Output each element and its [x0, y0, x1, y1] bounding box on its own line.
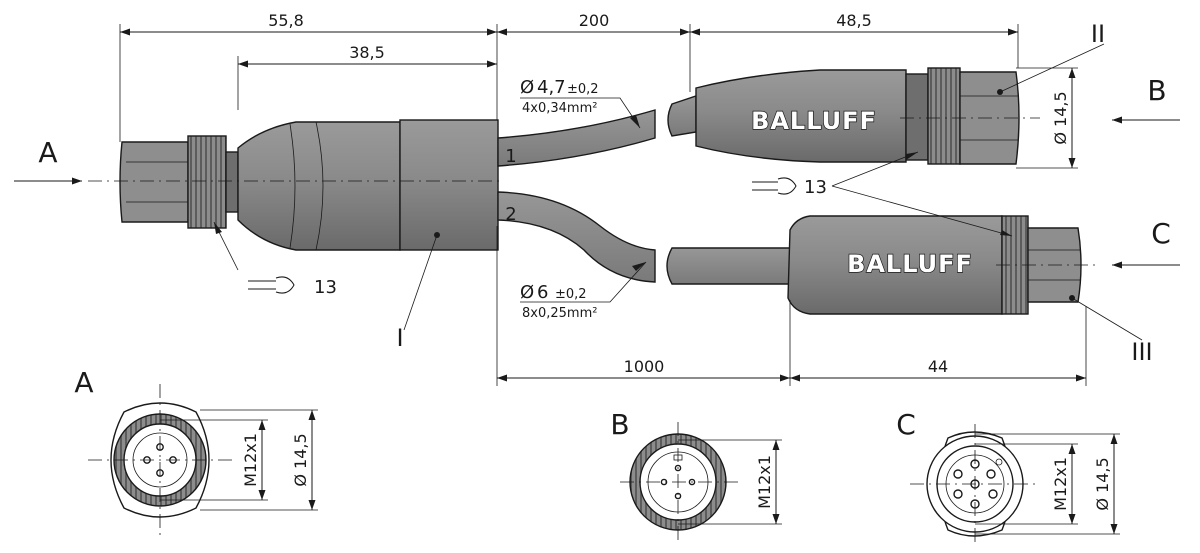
front-view-label-b: B — [610, 408, 629, 441]
cable-2-leader — [520, 261, 647, 303]
part-callout-leaders — [403, 43, 1143, 341]
part-label-2: II — [1091, 20, 1105, 48]
front-view-c — [910, 424, 1120, 546]
front-view-b — [620, 422, 782, 544]
cable-2-diameter: 6 — [537, 282, 548, 303]
dim-c-thread: M12x1 — [1051, 457, 1070, 511]
cable-2-number: 2 — [505, 204, 516, 225]
part-label-1: I — [396, 324, 403, 352]
dim-connector-top: 48,5 — [836, 11, 872, 30]
brand-top: BALLUFF — [751, 107, 877, 135]
part-label-3: III — [1131, 338, 1152, 366]
front-view-a — [88, 384, 318, 536]
dimension-lines-top — [119, 24, 1019, 142]
front-view-label-c: C — [896, 408, 916, 441]
dim-body-left: 38,5 — [349, 43, 385, 62]
dim-cable-top: 200 — [579, 11, 610, 30]
front-view-label-a: A — [74, 366, 93, 399]
cable-1-conductors: 4x0,34mm² — [522, 101, 597, 116]
view-arrows — [14, 116, 1180, 269]
left-male-connector — [119, 119, 499, 251]
cable-2-diameter-symbol: Ø — [520, 282, 534, 303]
top-right-connector — [695, 67, 1020, 165]
cable-2-conductors: 8x0,25mm² — [522, 306, 597, 321]
wrench-size-right: 13 — [804, 177, 827, 198]
dim-overall-left: 55,8 — [268, 11, 304, 30]
brand-bottom: BALLUFF — [847, 250, 973, 278]
cable-1-number: 1 — [505, 146, 516, 167]
wrench-icon-right — [752, 151, 1013, 237]
view-label-c: C — [1151, 217, 1171, 250]
dim-top-outer-diameter: Ø 14,5 — [1051, 91, 1070, 144]
dimension-lines-bottom — [496, 226, 1087, 386]
cable-2-tolerance: ±0,2 — [555, 287, 587, 302]
dim-a-outer-diameter: Ø 14,5 — [291, 433, 310, 486]
dim-c-outer-diameter: Ø 14,5 — [1093, 457, 1112, 510]
dim-b-thread: M12x1 — [755, 455, 774, 509]
bottom-right-female-connector — [787, 215, 1082, 315]
dim-cable-bottom: 1000 — [624, 357, 665, 376]
dim-connector-bottom: 44 — [928, 357, 948, 376]
cable-1-diameter-symbol: Ø — [520, 77, 534, 98]
dim-a-thread: M12x1 — [241, 433, 260, 487]
wrench-size-left: 13 — [314, 277, 337, 298]
wrench-icon-left — [213, 221, 295, 294]
view-label-b: B — [1147, 74, 1166, 107]
cable-2 — [497, 191, 791, 285]
cable-1-tolerance: ±0,2 — [567, 82, 599, 97]
cable-1 — [497, 95, 697, 167]
view-label-a: A — [38, 136, 57, 169]
cable-1-diameter: 4,7 — [537, 77, 566, 98]
